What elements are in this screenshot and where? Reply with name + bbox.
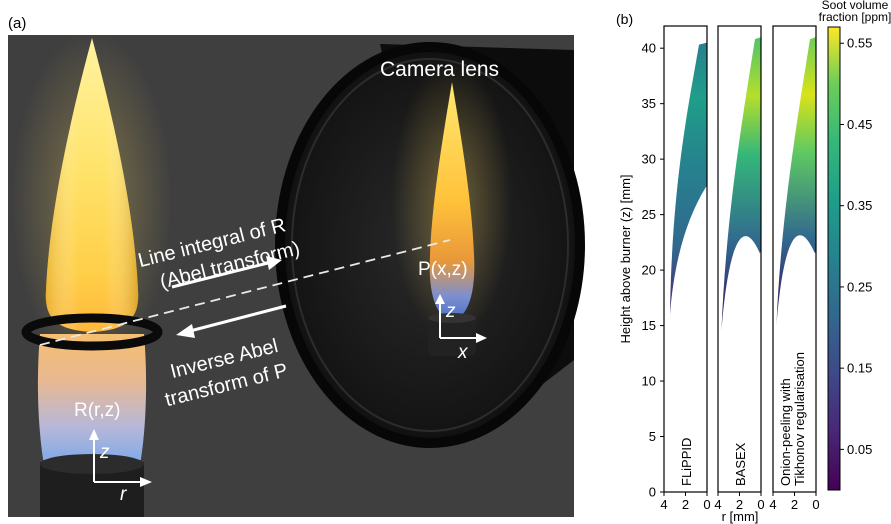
slice-ring bbox=[21, 313, 163, 351]
field-axis-r: r bbox=[120, 484, 127, 505]
method-label-onion-line2: Tikhonov regularisation bbox=[792, 352, 807, 486]
colorbar-tick-label: 0.55 bbox=[847, 36, 872, 51]
flame-3d bbox=[12, 30, 172, 517]
heatmap-panel-flippid bbox=[663, 25, 708, 493]
heatmap-region-flippid bbox=[670, 42, 707, 315]
x-tick-label: 2 bbox=[736, 497, 743, 512]
camera-lens-label: Camera lens bbox=[380, 58, 499, 81]
y-axis-label: Height above burner (z) [mm] bbox=[618, 174, 633, 343]
method-label-onion-line1: Onion-peeling with bbox=[778, 378, 793, 486]
colorbar-tick-label: 0.35 bbox=[847, 198, 872, 213]
colorbar-tick-label: 0.15 bbox=[847, 361, 872, 376]
colorbar-tick-label: 0.25 bbox=[847, 279, 872, 294]
y-axis-ticks: 0 5 10 15 20 25 30 35 40 bbox=[642, 41, 664, 500]
y-tick-label: 30 bbox=[642, 152, 656, 167]
colorbar-ticks: 0.55 0.45 0.35 0.25 0.15 0.05 bbox=[840, 36, 872, 457]
field-axis-z: z bbox=[99, 442, 110, 463]
method-label-basex: BASEX bbox=[733, 442, 748, 486]
y-tick-label: 40 bbox=[642, 41, 656, 56]
y-tick-label: 25 bbox=[642, 207, 656, 222]
colorbar bbox=[827, 26, 841, 491]
projection-axes bbox=[435, 294, 487, 343]
field-label: R(r,z) bbox=[74, 400, 120, 421]
y-tick-label: 20 bbox=[642, 263, 656, 278]
x-tick-label: 0 bbox=[812, 497, 819, 512]
colorbar-title-line1: Soot volume bbox=[822, 0, 889, 12]
forward-arrow bbox=[171, 256, 282, 289]
x-tick-label: 2 bbox=[791, 497, 798, 512]
method-label-flippid: FLiPPID bbox=[679, 438, 694, 486]
line-of-sight bbox=[39, 239, 451, 346]
inverse-arrow bbox=[176, 304, 287, 338]
y-tick-label: 0 bbox=[649, 485, 656, 500]
x-tick-label: 4 bbox=[714, 497, 721, 512]
y-tick-label: 5 bbox=[649, 429, 656, 444]
y-tick-label: 10 bbox=[642, 374, 656, 389]
colorbar-title-line2: fraction [ppm] bbox=[819, 10, 891, 24]
x-axis-label: r [mm] bbox=[722, 509, 759, 524]
colorbar-tick-label: 0.45 bbox=[847, 117, 872, 132]
field-axes bbox=[89, 429, 152, 487]
camera-lens bbox=[275, 42, 585, 448]
projection-axis-z: z bbox=[445, 301, 456, 322]
projection-label: P(x,z) bbox=[418, 259, 468, 280]
heatmap-panel-basex bbox=[717, 25, 762, 493]
x-tick-label: 0 bbox=[703, 497, 710, 512]
x-tick-label: 0 bbox=[757, 497, 764, 512]
x-tick-label: 2 bbox=[682, 497, 689, 512]
colorbar-tick-label: 0.05 bbox=[847, 442, 872, 457]
y-tick-label: 35 bbox=[642, 96, 656, 111]
heatmap-region-basex bbox=[721, 37, 761, 332]
x-tick-label: 4 bbox=[769, 497, 776, 512]
panel-b-label: (b) bbox=[616, 11, 633, 27]
heatmap-region-onion bbox=[776, 37, 816, 326]
x-tick-label: 4 bbox=[660, 497, 667, 512]
projection-axis-x: x bbox=[457, 342, 469, 363]
y-tick-label: 15 bbox=[642, 318, 656, 333]
panel-a-label: (a) bbox=[8, 15, 26, 32]
